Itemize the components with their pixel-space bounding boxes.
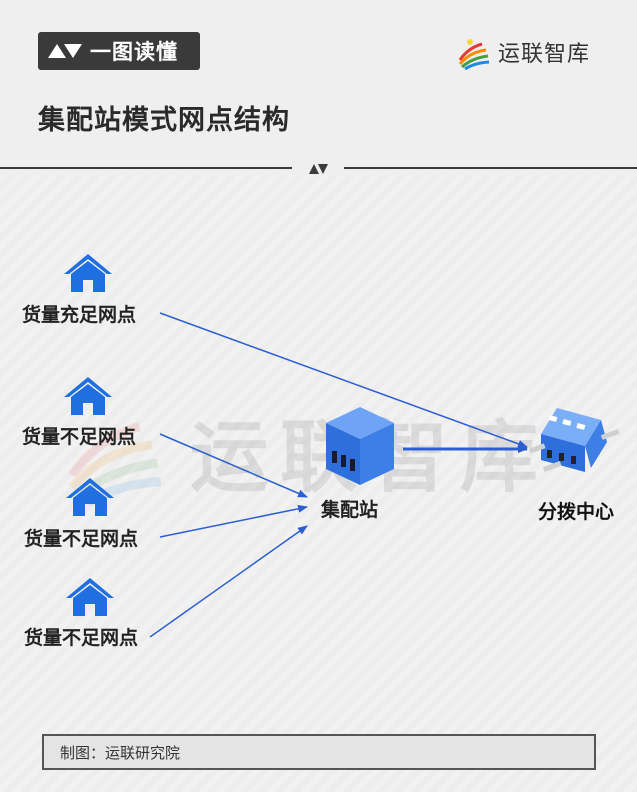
- station-label: 集配站: [321, 499, 379, 521]
- background-texture: [0, 175, 637, 792]
- arrow-outlet3-to-station: [159, 504, 308, 538]
- divider-triangle-icon: [309, 161, 329, 180]
- outlet-label-sufficient: 货量充足网点: [22, 304, 137, 326]
- station-building-icon: [326, 407, 394, 485]
- house-icon: [66, 578, 114, 616]
- brand-logo-text: 运联智库: [498, 42, 591, 67]
- header-badge: 一图读懂: [38, 32, 200, 70]
- distribution-center-icon: [528, 408, 620, 472]
- arrow-outlet2-to-station: [159, 433, 308, 498]
- outlet-label-insufficient: 货量不足网点: [24, 528, 139, 550]
- outlet-label-insufficient: 货量不足网点: [22, 426, 137, 448]
- outlet-label-insufficient: 货量不足网点: [24, 627, 139, 649]
- arrow-outlet4-to-station: [149, 525, 308, 638]
- triangle-logo-icon: [48, 42, 82, 60]
- house-icon: [64, 254, 112, 292]
- brand-logo-icon: [458, 39, 490, 70]
- footer-credit: 制图：运联研究院: [60, 743, 181, 762]
- distribution-center-label: 分拨中心: [538, 501, 615, 523]
- divider-right: [344, 167, 637, 169]
- house-icon: [66, 478, 114, 516]
- badge-label: 一图读懂: [90, 40, 178, 64]
- divider-left: [0, 167, 292, 169]
- house-icon: [64, 377, 112, 415]
- page-title: 集配站模式网点结构: [38, 105, 290, 136]
- footer-credit-box: 制图：运联研究院: [42, 734, 596, 770]
- arrow-outlet1-to-center: [159, 312, 528, 448]
- brand-logo: 运联智库: [456, 34, 590, 70]
